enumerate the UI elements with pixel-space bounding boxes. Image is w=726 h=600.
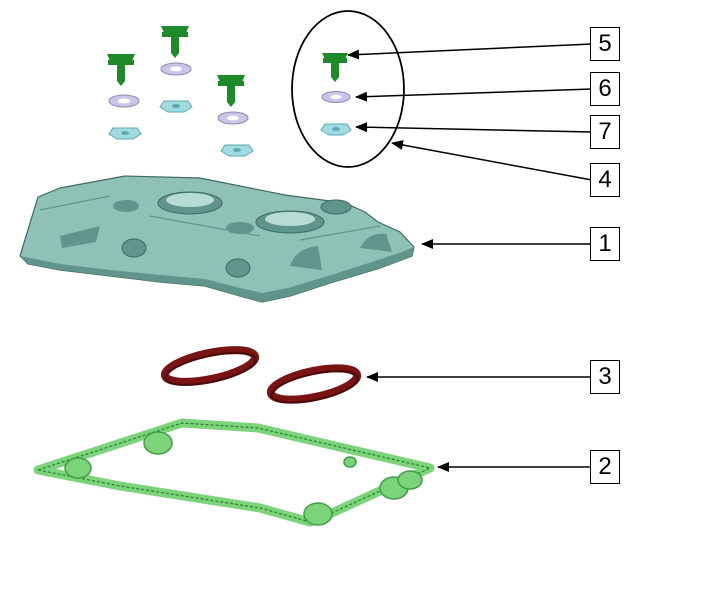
grommet-icon bbox=[159, 100, 193, 113]
washer-icon bbox=[160, 62, 192, 76]
callout-label: 1 bbox=[598, 230, 612, 257]
grommet-icon bbox=[108, 127, 142, 140]
callout-label: 2 bbox=[598, 453, 612, 480]
callout-4: 4 bbox=[590, 163, 620, 197]
callout-label: 7 bbox=[598, 118, 612, 145]
callout-7: 7 bbox=[590, 115, 620, 149]
callout-3: 3 bbox=[590, 360, 620, 394]
valve-cover bbox=[19, 175, 415, 303]
bolt-icon bbox=[322, 53, 348, 82]
washer-icon bbox=[108, 94, 140, 108]
washer-icon bbox=[217, 111, 249, 125]
cover-gasket bbox=[33, 418, 435, 527]
bolt-icon bbox=[217, 75, 245, 107]
callout-1: 1 bbox=[590, 227, 620, 261]
callout-2: 2 bbox=[590, 450, 620, 484]
leader-line-7 bbox=[355, 122, 593, 133]
fastener-kit-detail bbox=[291, 10, 405, 168]
leader-lines bbox=[347, 43, 593, 472]
callout-6: 6 bbox=[590, 72, 620, 106]
callout-label: 3 bbox=[598, 363, 612, 390]
seal-icon bbox=[160, 346, 260, 386]
leader-line-4 bbox=[391, 140, 593, 181]
callout-label: 6 bbox=[598, 75, 612, 102]
bolt-icon bbox=[107, 54, 135, 86]
fastener-group-exploded bbox=[107, 26, 254, 157]
grommet-icon bbox=[320, 123, 352, 136]
callout-label: 5 bbox=[598, 30, 612, 57]
washer-icon bbox=[321, 91, 351, 103]
callout-5: 5 bbox=[590, 27, 620, 61]
port-seals bbox=[160, 346, 362, 404]
callout-label: 4 bbox=[598, 166, 612, 193]
leader-line-5 bbox=[347, 43, 593, 60]
leader-line-6 bbox=[355, 88, 593, 102]
bolt-icon bbox=[161, 26, 189, 58]
seal-icon bbox=[266, 364, 362, 404]
grommet-icon bbox=[220, 144, 254, 157]
